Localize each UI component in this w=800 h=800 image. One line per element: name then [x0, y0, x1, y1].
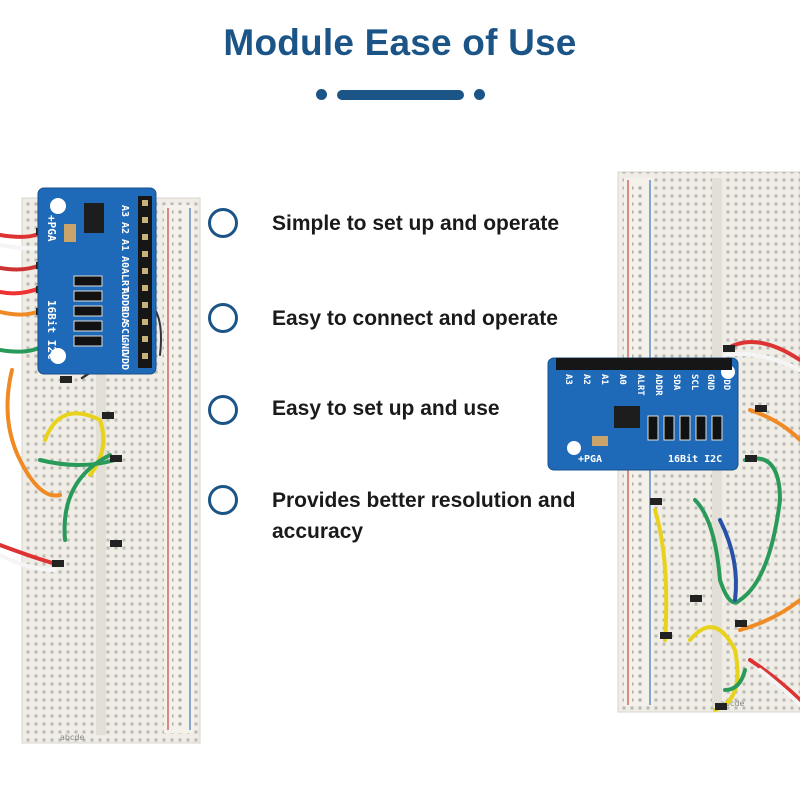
left-pin-label: SDA: [119, 306, 130, 324]
svg-text:abcde: abcde: [720, 699, 744, 708]
right-pin-label: SCL: [689, 374, 699, 391]
left-pin-label: ADDR: [119, 288, 130, 313]
left-pin-label: A2: [119, 222, 130, 234]
title-divider: [0, 86, 800, 104]
right-breadboard-image: abcde: [547, 171, 800, 713]
right-pin-label: ADDR: [653, 374, 663, 396]
svg-text:abcde: abcde: [60, 733, 84, 742]
left-pga-label: +PGA: [45, 215, 58, 242]
left-board-label: 16Bit I2C: [45, 300, 58, 360]
right-pin-label: A1: [599, 374, 609, 385]
right-pin-label: A3: [563, 374, 573, 385]
right-pin-label: SDA: [671, 374, 681, 391]
circle-outline-icon: [208, 395, 238, 425]
left-pin-label: SCL: [119, 322, 130, 340]
left-pin-label: A3: [119, 205, 130, 217]
right-pin-label: ALRT: [635, 374, 645, 396]
left-pin-label: VDD: [119, 352, 130, 370]
left-pin-label: A0: [119, 256, 130, 268]
left-breadboard-image: abcde: [0, 187, 201, 744]
left-pin-label: GND: [119, 337, 130, 355]
left-pin-label: A1: [119, 239, 130, 251]
feature-text: Easy to connect and operate: [272, 307, 558, 330]
circle-outline-icon: [208, 303, 238, 333]
right-board-label: 16Bit I2C: [668, 453, 722, 465]
divider-dot-right: [474, 89, 485, 100]
right-pin-label: A0: [617, 374, 627, 385]
page-title: Module Ease of Use: [223, 22, 577, 63]
circle-outline-icon: [208, 208, 238, 238]
left-pin-label: ALRT: [119, 268, 130, 292]
right-pga-label: +PGA: [578, 454, 602, 465]
feature-text: Easy to set up and use: [272, 397, 500, 420]
circle-outline-icon: [208, 485, 238, 515]
feature-text: Provides better resolution and accuracy: [272, 489, 576, 543]
right-pin-label: GND: [705, 374, 715, 391]
right-pin-label: A2: [581, 374, 591, 385]
divider-bar: [337, 90, 464, 100]
right-pin-label: VDD: [721, 374, 731, 391]
divider-dot-left: [316, 89, 327, 100]
feature-text: Simple to set up and operate: [272, 212, 560, 235]
